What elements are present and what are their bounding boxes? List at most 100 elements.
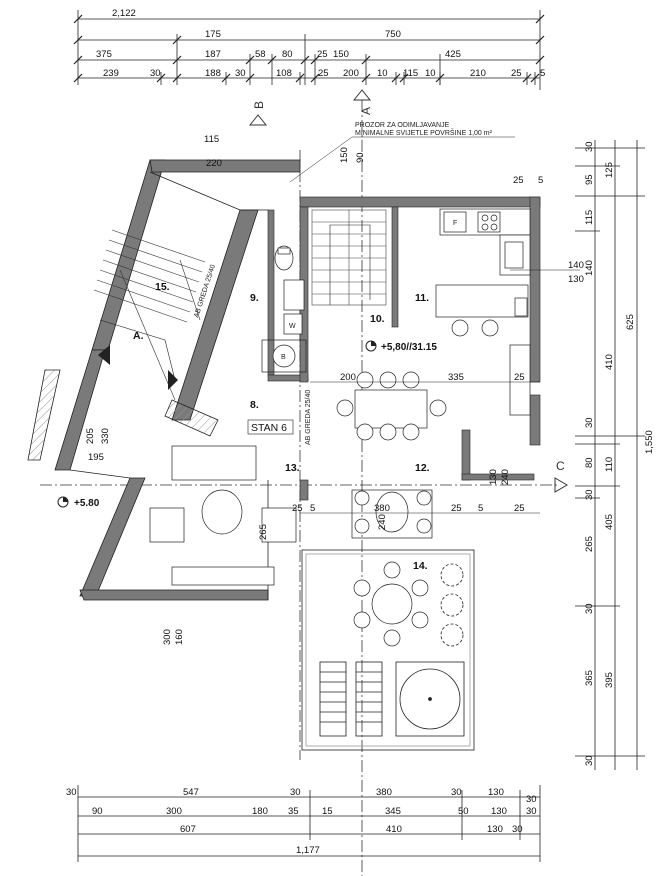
dim-bot-r3-0: 607 (180, 824, 196, 835)
level-left-label: +5.80 (74, 498, 100, 509)
dim-bot-r3-1: 410 (386, 824, 402, 835)
room-a-label: A. (133, 330, 144, 342)
boiler-label: B (281, 354, 286, 361)
dining-table (336, 371, 447, 441)
dim-bot-r2-6: 50 (458, 806, 469, 817)
dim-bot-total: 1,177 (296, 845, 320, 856)
staircase-center (311, 209, 387, 306)
room-13-label: 13. (285, 462, 300, 474)
dim-top-r2-6: 425 (445, 49, 461, 60)
left-wing (27, 159, 301, 601)
dim-right-c1-1: 95 (584, 174, 595, 185)
section-markers: A B C (248, 89, 568, 493)
terrace (301, 549, 475, 751)
inner-dim-160: 160 (174, 629, 185, 645)
window-note-line2: MINIMALNE SVIJETLE POVRŠINE 1,00 m² (355, 128, 493, 137)
bottom-dimension-lines (77, 785, 541, 862)
dim-top-r3-8: 115 (403, 68, 418, 79)
inner-dim-380: 380 (374, 503, 390, 514)
terrace-table (351, 489, 433, 647)
inner-dimension-labels: 200 335 25 380 25 5 25 25 5 140 130 25 5… (85, 134, 584, 645)
dim-top-r3-7: 10 (377, 68, 388, 79)
dim-bot-r1-6: 30 (526, 794, 537, 805)
dim-top-r1-0: 175 (205, 29, 221, 40)
dim-right-c2-2: 110 (604, 457, 615, 472)
fridge-label: F (453, 220, 457, 227)
dim-bot-r2-5: 345 (385, 806, 401, 817)
apartment-tag: STAN 6 (251, 422, 287, 434)
dim-right-c1-6: 80 (584, 457, 595, 468)
inner-dim-5a: 5 (310, 503, 315, 514)
dim-top-r3-5: 25 (318, 68, 329, 79)
dim-right-c2-0: 125 (604, 162, 615, 178)
inner-dim-330: 330 (100, 428, 111, 444)
dim-bot-r3-3: 30 (512, 824, 523, 835)
dim-right-c1-11: 30 (584, 755, 595, 766)
dim-bot-r1-0: 30 (66, 787, 77, 798)
dim-right-c1-5: 30 (584, 417, 595, 428)
dim-top-r3-0: 239 (103, 68, 119, 79)
inner-dim-5b: 5 (478, 503, 483, 514)
dim-right-c1-8: 265 (584, 536, 595, 552)
section-c-label: C (556, 459, 565, 473)
dim-bot-r1-1: 547 (183, 787, 199, 798)
dim-top-r3-6: 200 (343, 68, 359, 79)
bottom-dimension-labels: 30 547 30 380 30 130 30 90 300 180 35 15… (66, 787, 537, 856)
dim-right-c1-7: 30 (584, 489, 595, 500)
dim-right-c1-3: 140 (584, 260, 595, 276)
window-note-line1: PROZOR ZA ODIMLJAVANJE (355, 122, 450, 129)
dim-top-r3-2: 188 (205, 68, 221, 79)
dim-top-r3-9: 10 (425, 68, 436, 79)
room-8-label: 8. (250, 399, 259, 411)
inner-dim-300: 300 (162, 629, 173, 645)
beam-label-1: AB GREDA 25/40 (305, 390, 312, 445)
right-dimension-labels: 30 95 115 140 410 30 80 30 265 30 365 30… (584, 141, 655, 766)
dim-right-c1-4: 410 (604, 354, 615, 370)
dim-right-c2-3: 405 (604, 514, 615, 530)
dim-right-c1-0: 30 (584, 141, 595, 152)
inner-dim-220: 220 (206, 158, 222, 169)
dim-bot-r1-5: 130 (488, 787, 504, 798)
inner-dim-130: 130 (568, 274, 584, 285)
living-furniture (149, 445, 297, 586)
room-11-label: 11. (415, 292, 429, 304)
inner-dim-150: 150 (339, 147, 350, 163)
inner-dim-195: 195 (88, 452, 104, 463)
dim-bot-r1-4: 30 (451, 787, 462, 798)
top-dimension-ticks (73, 14, 545, 83)
dim-right-c1-10: 365 (584, 670, 595, 686)
inner-dim-335: 335 (448, 372, 464, 383)
dim-bot-r2-0: 90 (92, 806, 103, 817)
inner-dim-240b: 240 (500, 469, 511, 485)
room-9-label: 9. (250, 292, 259, 304)
room-10-label: 10. (370, 313, 385, 325)
level-main-label: +5,80//31.15 (381, 342, 437, 353)
dim-bot-r3-2: 130 (487, 824, 503, 835)
dim-bot-r1-3: 380 (376, 787, 392, 798)
dim-right-c2-1: 625 (625, 314, 636, 330)
inner-dim-25c: 25 (451, 503, 462, 514)
inner-dim-90: 90 (355, 152, 366, 163)
inner-dim-115: 115 (204, 134, 219, 145)
dim-bot-r2-2: 180 (252, 806, 268, 817)
inner-dim-5c: 5 (538, 175, 543, 186)
dim-top-r2-2: 58 (255, 49, 266, 60)
kitchen-counter (435, 208, 531, 416)
inner-dim-25b: 25 (292, 503, 303, 514)
inner-dim-200: 200 (340, 372, 356, 383)
section-a-label: A (359, 107, 373, 115)
inner-dim-265: 265 (258, 524, 269, 540)
dim-top-r2-1: 187 (205, 49, 221, 60)
dim-top-r3-11: 25 (511, 68, 522, 79)
bar-stools (451, 319, 499, 337)
dim-top-r1-1: 750 (385, 29, 401, 40)
inner-dim-25a: 25 (514, 372, 525, 383)
room-15-label: 15. (155, 281, 170, 293)
bathroom-fixtures (261, 245, 307, 373)
inner-dim-240: 240 (377, 514, 388, 530)
dim-top-r2-5: 150 (333, 49, 349, 60)
right-dimension-lines (575, 140, 645, 770)
plants (440, 563, 464, 647)
section-b-label: B (252, 101, 266, 109)
